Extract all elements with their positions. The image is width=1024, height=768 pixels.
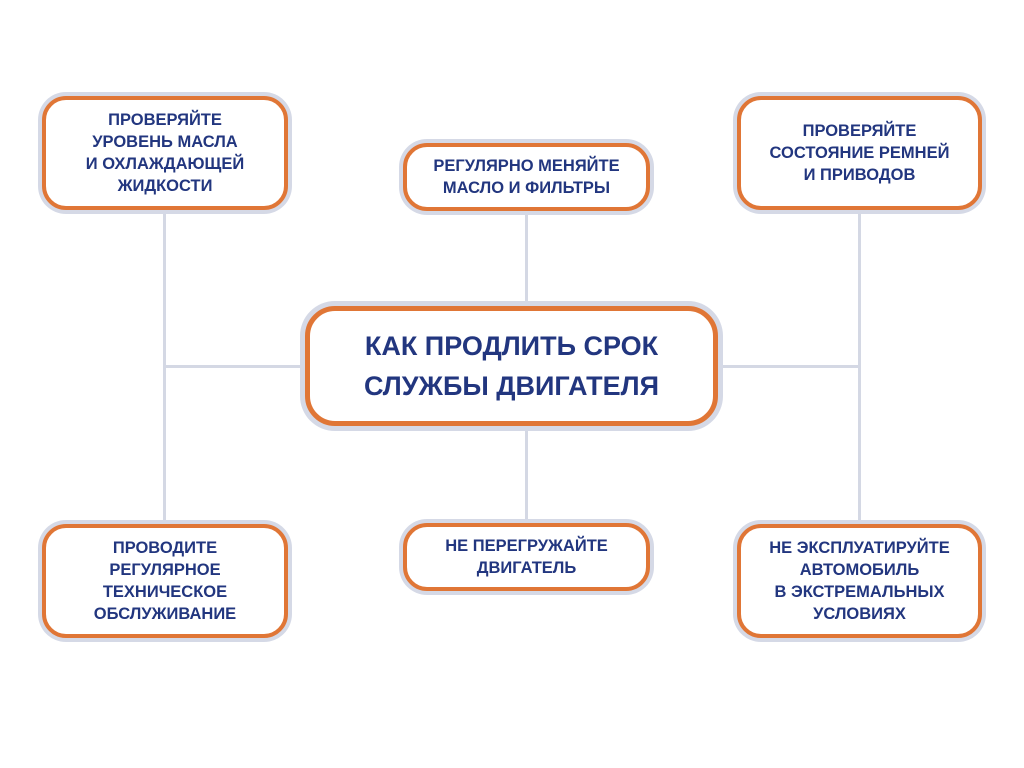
connector-bottom-middle	[525, 425, 528, 524]
node-top-middle: РЕГУЛЯРНО МЕНЯЙТЕ МАСЛО И ФИЛЬТРЫ	[403, 143, 650, 211]
node-top-left: ПРОВЕРЯЙТЕ УРОВЕНЬ МАСЛА И ОХЛАЖДАЮЩЕЙ Ж…	[42, 96, 288, 210]
connector-top-middle	[525, 211, 528, 307]
central-topic: КАК ПРОДЛИТЬ СРОК СЛУЖБЫ ДВИГАТЕЛЯ	[305, 306, 718, 426]
connector-left-horizontal	[163, 365, 308, 368]
node-bottom-left: ПРОВОДИТЕ РЕГУЛЯРНОЕ ТЕХНИЧЕСКОЕ ОБСЛУЖИ…	[42, 524, 288, 638]
node-bottom-right: НЕ ЭКСПЛУАТИРУЙТЕ АВТОМОБИЛЬ В ЭКСТРЕМАЛ…	[737, 524, 982, 638]
node-bottom-middle: НЕ ПЕРЕГРУЖАЙТЕ ДВИГАТЕЛЬ	[403, 523, 650, 591]
connector-right-horizontal	[716, 365, 861, 368]
node-top-right: ПРОВЕРЯЙТЕ СОСТОЯНИЕ РЕМНЕЙ И ПРИВОДОВ	[737, 96, 982, 210]
